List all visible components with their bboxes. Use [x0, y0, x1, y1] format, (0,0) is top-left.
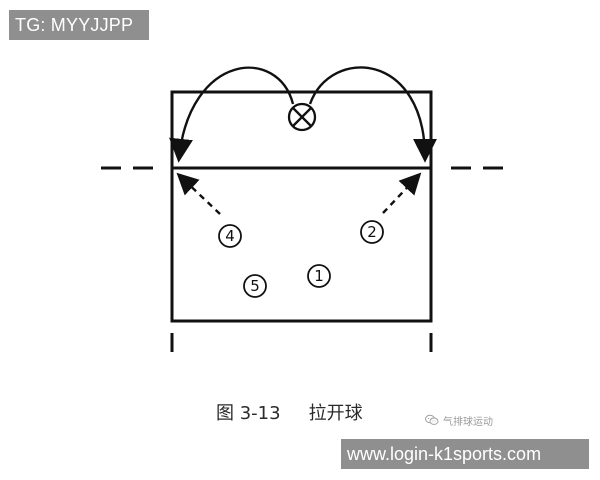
top-tag: TG: MYYJJPP [9, 10, 149, 40]
player-4: 4 [218, 224, 242, 248]
player-1-label: 1 [314, 267, 324, 285]
court-outline [170, 90, 433, 323]
url-text: www.login-k1sports.com [347, 443, 542, 464]
player-2: 2 [360, 220, 384, 244]
attack-arrow-right [382, 172, 422, 214]
url-tag: www.login-k1sports.com [341, 439, 589, 469]
attack-arrow-left [176, 172, 221, 215]
figure-caption: 图 3-13 拉开球 [216, 398, 363, 426]
player-5-label: 5 [250, 277, 260, 295]
player-2-label: 2 [367, 223, 377, 241]
set-arrow-left [169, 66, 295, 163]
player-4-label: 4 [225, 227, 235, 245]
wechat-icon [425, 414, 439, 425]
setter-icon [287, 102, 317, 132]
set-arrow-right [308, 66, 437, 163]
watermark-text: 气排球运动 [443, 416, 493, 428]
watermark: 气排球运动 [425, 411, 493, 429]
top-tag-text: TG: MYYJJPP [15, 14, 134, 35]
figure-title: 拉开球 [308, 403, 363, 424]
player-1: 1 [307, 264, 331, 288]
player-5: 5 [243, 274, 267, 298]
figure-number: 图 3-13 [216, 403, 281, 424]
